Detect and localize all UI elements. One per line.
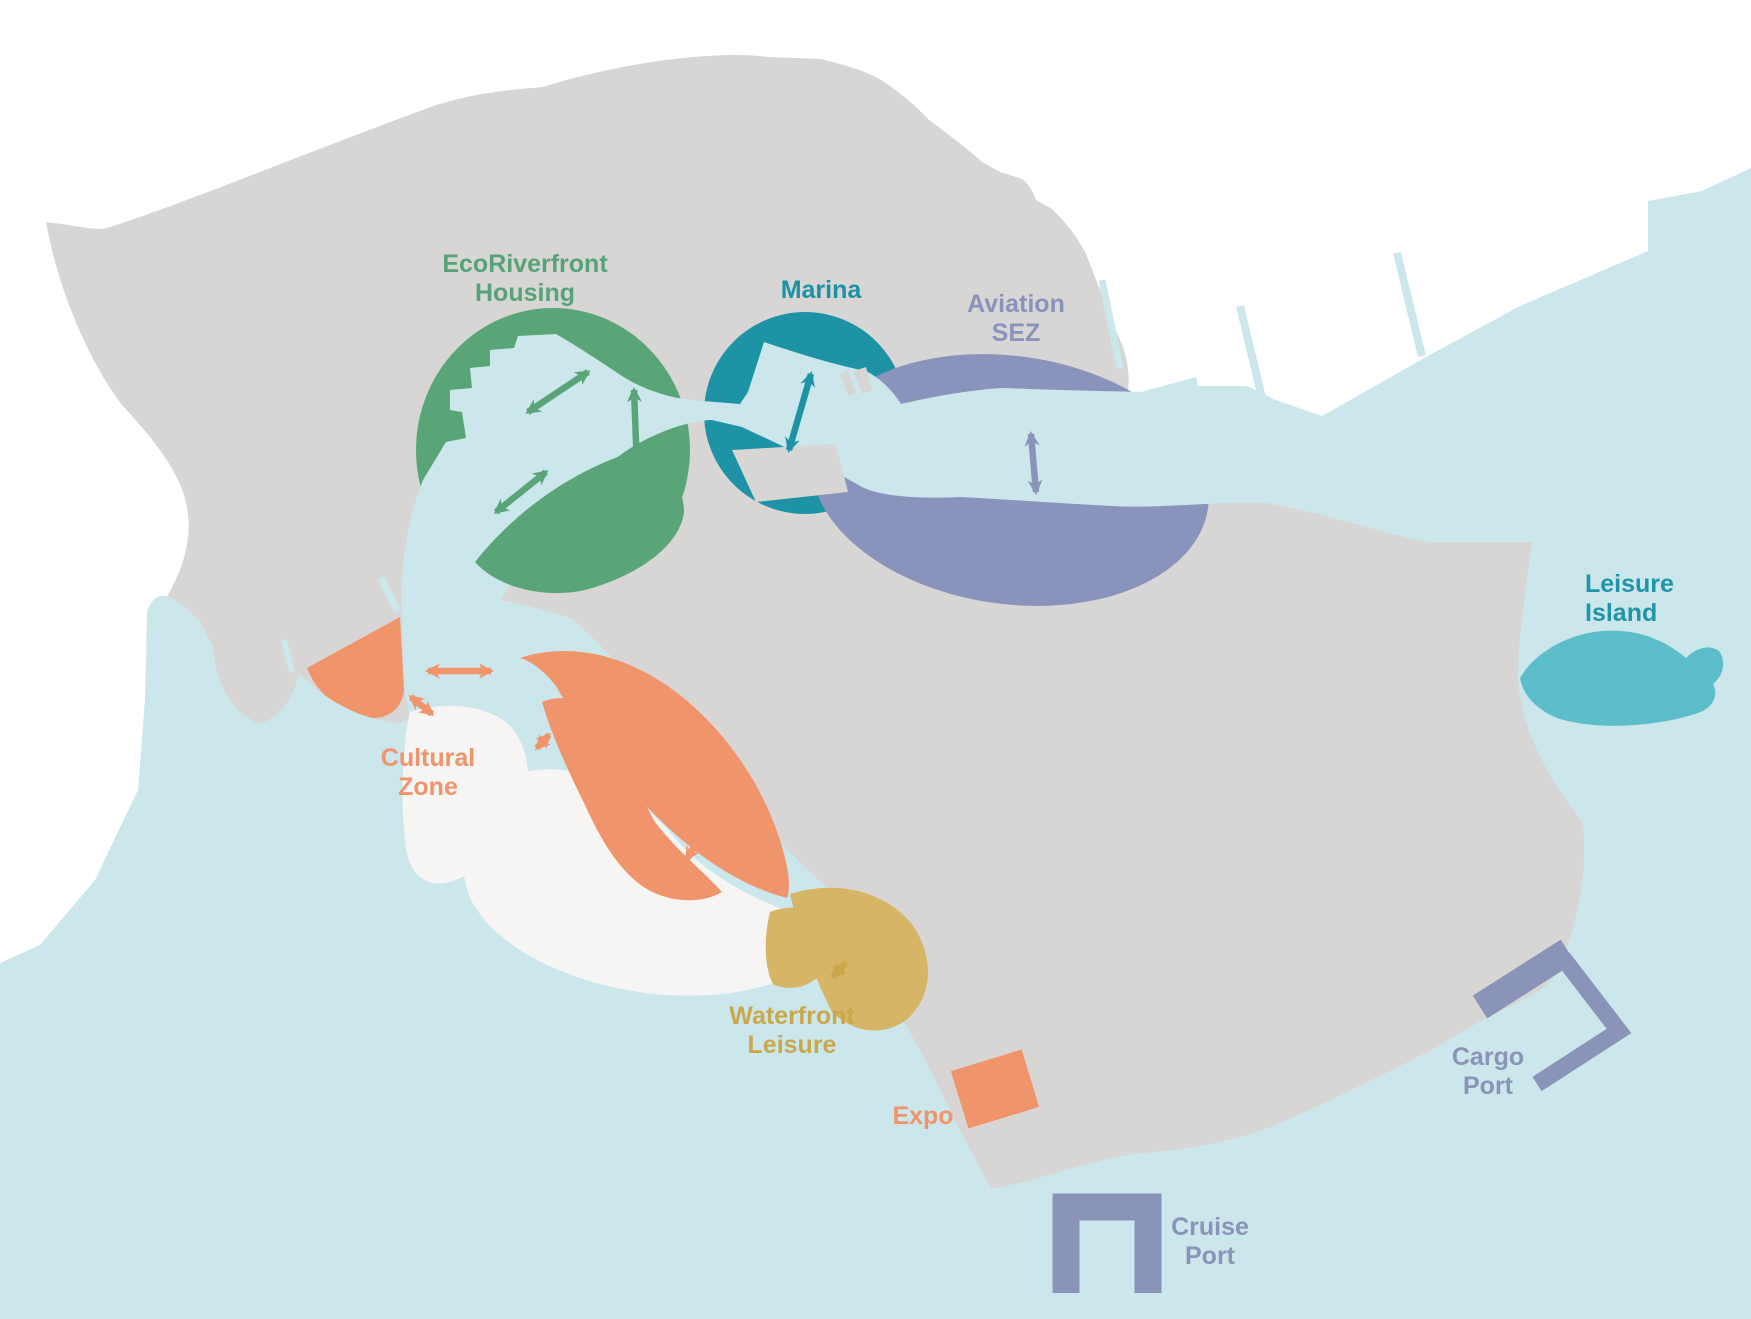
label-line: Leisure [747,1031,837,1059]
creek-icon [1393,252,1426,357]
label-line: Marina [780,276,862,304]
label-line: Port [1462,1072,1513,1100]
flow-arrow-icon [830,960,848,980]
label-line: Port [1185,1242,1235,1270]
flow-arrows [408,369,1043,980]
label-line: Island [1585,599,1658,627]
flow-arrow-icon [684,832,704,862]
zone-expo-site [950,1049,1040,1129]
marina-quay [732,444,848,502]
flow-arrow-icon [525,369,591,415]
flow-arrow-icon [408,694,435,717]
label-aviation-sez: Aviation SEZ [967,290,1065,348]
label-expo: Expo [892,1102,953,1131]
creek-icon [1098,279,1124,369]
label-cultural-zone: Cultural Zone [381,744,475,802]
label-line: Leisure [1585,570,1674,598]
water [0,168,1751,1319]
label-line: Aviation [967,290,1065,318]
label-leisure-island: Leisure Island [1585,570,1674,628]
cruise-port-structure [1052,1193,1162,1293]
white-blob-middle [462,769,806,996]
marina-pier-icon [840,371,856,396]
creek-inlets [281,252,1426,673]
creek-icon [377,576,402,614]
label-line: Housing [475,279,575,307]
zone-ecoriverfront-south [475,451,684,594]
creek-icon [281,639,295,673]
cargo-port-breakwater [1532,952,1632,1092]
leisure-island-blob [1520,630,1724,726]
creek-icon [1236,305,1266,399]
label-line: Cultural [380,744,476,772]
flow-arrow-icon [1024,430,1043,496]
zone-cultural-west-wedge [307,617,404,718]
label-line: Cargo [1451,1043,1525,1071]
label-line: Cruise [1171,1213,1249,1241]
label-waterfront-leisure: Waterfront Leisure [729,1002,854,1060]
zone-cultural-band [542,698,722,901]
label-line: Expo [892,1102,954,1130]
label-line: SEZ [991,319,1041,347]
label-cargo-port: Cargo Port [1452,1043,1524,1101]
label-cruise-port: Cruise Port [1171,1213,1249,1271]
flow-arrow-icon [785,371,815,453]
cargo-port-structure [1472,939,1632,1092]
cargo-port-quay [1472,939,1576,1019]
marina-pier-icon [854,367,872,394]
zone-waterfront-east [790,887,928,1031]
flow-arrow-icon [626,386,645,472]
flow-arrow-icon [534,732,552,751]
label-marina: Marina [781,276,862,305]
label-ecoriverfront-housing: EcoRiverfront Housing [442,250,607,308]
label-line: EcoRiverfront [442,250,608,278]
flow-arrow-icon [493,469,549,515]
label-line: Waterfront [729,1002,855,1030]
label-line: Zone [398,773,458,801]
